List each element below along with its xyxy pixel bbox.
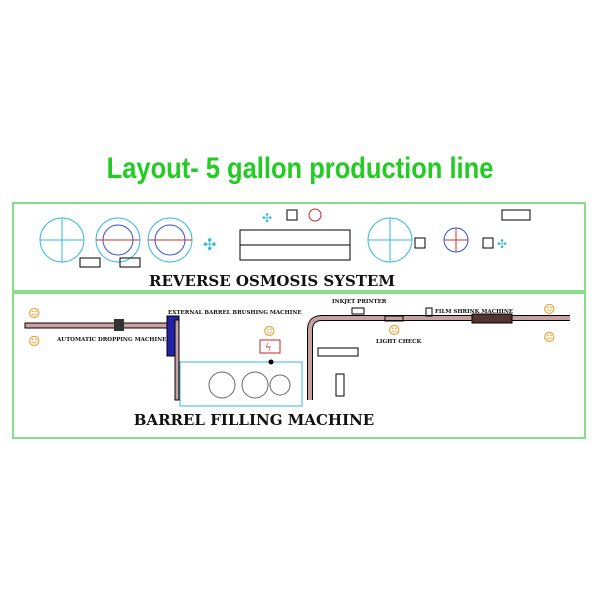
valve-icon: ✣	[262, 211, 272, 225]
operator-icon: ☺	[263, 324, 276, 340]
barrel-storage	[335, 373, 345, 397]
filling-machine	[179, 361, 303, 407]
ro-tank-4	[367, 217, 413, 263]
filling-wheel	[241, 371, 269, 399]
operator-icon: ☺	[388, 323, 401, 339]
ozone-tank	[443, 227, 469, 253]
dropping-machine	[114, 319, 124, 331]
conveyor-down	[174, 319, 180, 401]
pump-icon	[414, 237, 426, 249]
operator-icon: ☺	[28, 306, 41, 322]
svg-text:ϟ: ϟ	[265, 343, 272, 354]
filling-section-border	[12, 292, 586, 439]
pump-icon	[482, 237, 494, 249]
filling-section-label: BARREL FILLING MACHINE	[134, 411, 374, 429]
light-check-icon	[384, 315, 404, 322]
electric-cabinet-icon	[259, 339, 281, 354]
ro-tank-2	[95, 217, 141, 263]
conveyor-inbound	[24, 322, 176, 329]
control-box	[501, 209, 531, 221]
operator-icon: ☺	[543, 330, 556, 346]
operator-icon: ☺	[28, 334, 41, 350]
valve-icon: ✣	[497, 237, 507, 251]
ro-section-border	[12, 202, 586, 292]
operator-icon: ☺	[543, 302, 556, 318]
inkjet-printer-icon	[351, 307, 365, 315]
label-film-shrink-machine: FILM SHRINK MACHINE	[435, 309, 513, 315]
film-shrink-tunnel	[471, 313, 513, 324]
diagram-title: Layout- 5 gallon production line	[106, 152, 494, 185]
uv-sterilizer-icon	[308, 208, 322, 222]
ro-section-label: REVERSE OSMOSIS SYSTEM	[149, 272, 395, 290]
pump-icon	[119, 257, 141, 268]
label-external-barrel-brushing-machine: EXTERNAL BARREL BRUSHING MACHINE	[168, 310, 302, 316]
label-automatic-dropping-machine: AUTOMATIC DROPPING MACHINE	[56, 337, 166, 343]
filling-wheel	[208, 371, 236, 399]
label-light-check: LIGHT CHECK	[376, 339, 421, 345]
label-inkjet-printer: INKJET PRINTER	[332, 299, 387, 305]
ro-tank-1	[39, 217, 85, 263]
filling-wheel	[269, 374, 291, 396]
pump-icon	[79, 257, 101, 268]
conveyor-outbound	[308, 316, 570, 400]
capping-unit	[317, 347, 359, 357]
pump-icon	[286, 209, 298, 221]
valve-icon: ✣	[203, 235, 216, 254]
ro-tank-3	[147, 217, 193, 263]
